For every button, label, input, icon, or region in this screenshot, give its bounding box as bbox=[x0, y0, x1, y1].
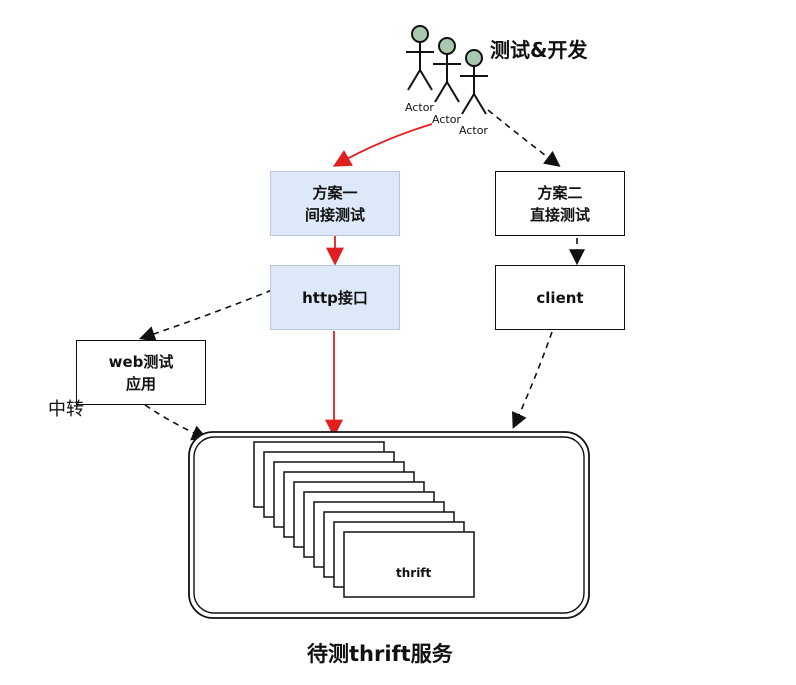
thrift-card bbox=[343, 531, 475, 598]
actor-label-2: Actor bbox=[432, 113, 461, 126]
actor-figure-2 bbox=[433, 37, 461, 103]
actor-group-title: 测试&开发 bbox=[490, 38, 588, 62]
actor-figure-3 bbox=[460, 49, 488, 115]
thrift-card-stack bbox=[253, 441, 475, 598]
client-box: client bbox=[495, 265, 625, 330]
actor-figure-1 bbox=[406, 25, 434, 91]
web-test-app-box: web测试 应用 bbox=[76, 340, 206, 405]
plan1-box: 方案一 间接测试 bbox=[270, 171, 400, 236]
thrift-card-label: thrift bbox=[396, 566, 432, 580]
arrow-http-to-web bbox=[138, 289, 273, 342]
arrow-actor-to-plan2 bbox=[487, 109, 561, 167]
relay-label: 中转 bbox=[48, 399, 84, 420]
plan2-box: 方案二 直接测试 bbox=[495, 171, 625, 236]
arrow-client-to-service bbox=[512, 331, 553, 429]
service-title: 待测thrift服务 bbox=[307, 642, 453, 666]
actor-label-1: Actor bbox=[405, 101, 434, 114]
arrow-web-to-service bbox=[144, 404, 208, 441]
arrow-actor-to-plan1 bbox=[332, 123, 433, 167]
actor-label-3: Actor bbox=[459, 124, 488, 137]
http-interface-box: http接口 bbox=[270, 265, 400, 330]
service-container-inner bbox=[193, 436, 585, 614]
